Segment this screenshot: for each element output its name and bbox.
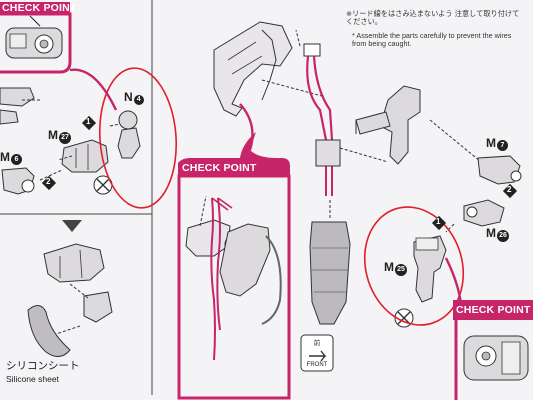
part-letter-m6: M <box>0 150 10 164</box>
check-point-title-center: CHECK POINT <box>182 162 257 174</box>
front-direction-indicator <box>300 334 334 372</box>
check-point-box-top-left <box>0 2 72 74</box>
front-label-japanese: 前 <box>313 339 321 347</box>
part-number-m25: 25 <box>395 264 407 276</box>
silicone-sheet-drawing <box>27 305 71 357</box>
part-m27-drawing <box>57 139 109 173</box>
step-down-arrow <box>62 220 82 232</box>
nipper-cut-icon-left <box>93 175 113 195</box>
annotation-ellipse-m25 <box>363 206 465 326</box>
part-letter-n4: N <box>124 90 133 104</box>
part-letter-m25: M <box>384 260 394 274</box>
motor-unit-drawing <box>309 221 351 325</box>
step-one-number-left: 1 <box>86 117 91 126</box>
part-m26-drawing <box>445 199 505 233</box>
part-m7-drawing <box>477 155 522 185</box>
check-point-box-center <box>177 132 291 400</box>
part-number-m27: 27 <box>59 132 71 144</box>
left-top-assembly <box>0 87 40 125</box>
part-number-m6: 6 <box>11 154 22 165</box>
step-two-number-right: 2 <box>507 185 512 194</box>
check-point-box-right <box>453 300 533 400</box>
part-letter-m26: M <box>486 226 496 240</box>
silicone-sheet-label-english: Silicone sheet <box>6 374 59 384</box>
step-two-badge-right <box>502 183 518 199</box>
assembly-note-japanese: ※リード線をはさみ込まないよう 注意して取り付けてください。 <box>346 9 520 27</box>
annotation-ellipse-n4 <box>98 67 178 209</box>
assembly-note-english: * Assemble the parts carefully to preven… <box>352 31 512 49</box>
part-n4-drawing <box>93 110 141 195</box>
check-point-detail-drawing <box>5 15 63 59</box>
central-hand-frame-drawing <box>213 21 323 117</box>
part-number-n4: 4 <box>133 95 144 105</box>
step-one-number-right: 1 <box>436 217 441 226</box>
part-m25-drawing <box>394 235 447 328</box>
left-frame <box>0 0 153 395</box>
part-letter-m7: M <box>486 136 496 150</box>
check-point-leader-center <box>239 103 254 151</box>
part-letter-m27: M <box>48 128 58 142</box>
front-label-english: FRONT <box>306 362 328 368</box>
right-top-part-drawing <box>339 85 487 167</box>
check-point-leader-top-left <box>69 68 118 111</box>
part-m6-drawing <box>1 167 63 195</box>
part-number-m26: 26 <box>497 230 509 242</box>
lower-left-assembly <box>27 243 113 357</box>
silicone-sheet-label-japanese: シリコンシート <box>6 360 80 372</box>
center-check-point-detail-drawing <box>185 195 282 361</box>
check-point-title-right: CHECK POINT <box>456 304 531 316</box>
right-check-point-detail-drawing <box>463 335 529 381</box>
step-one-badge-right <box>431 215 447 231</box>
check-point-title-top-left: CHECK POINT <box>2 2 77 14</box>
step-two-number-left: 2 <box>46 177 51 186</box>
part-number-m7: 7 <box>497 140 508 151</box>
wire-connector-drawing <box>303 43 351 325</box>
nipper-cut-icon-right <box>394 308 414 328</box>
